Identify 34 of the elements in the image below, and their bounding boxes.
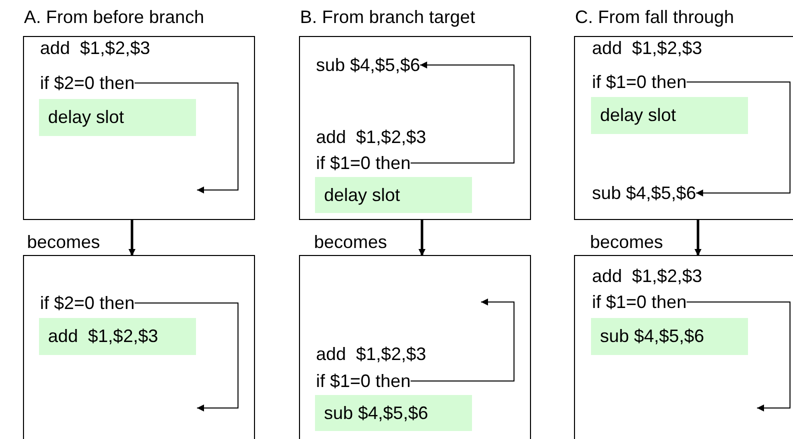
code-line: add $1,$2,$3 [592,36,702,60]
code-line: if $1=0 then [592,70,687,94]
arrow [134,302,238,412]
arrow [410,298,514,382]
arrow [128,219,136,256]
arrow [134,82,238,194]
edge-label: becomes [27,231,100,253]
arrow [418,219,426,256]
highlighted-slot: sub $4,$5,$6 [591,318,748,355]
highlighted-slot: add $1,$2,$3 [39,318,196,355]
highlighted-slot: delay slot [315,177,472,213]
code-line: add $1,$2,$3 [40,36,150,60]
code-line: if $2=0 then [40,291,135,315]
code-line: add $1,$2,$3 [316,342,426,366]
panel-title: A. From before branch [24,6,204,29]
code-line: if $1=0 then [592,290,687,314]
arrow [694,219,702,256]
code-line: add $1,$2,$3 [592,264,702,288]
edge-label: becomes [314,231,388,253]
arrow [686,302,790,412]
code-line: if $1=0 then [316,369,411,393]
highlighted-slot: delay slot [39,99,196,136]
highlighted-slot: delay slot [591,97,748,134]
panel-title: C. From fall through [575,6,734,29]
edge-label: becomes [590,231,664,253]
code-line: sub $4,$5,$6 [592,181,696,205]
code-line: if $2=0 then [40,71,135,95]
code-line: if $1=0 then [316,151,411,175]
highlighted-slot: sub $4,$5,$6 [315,395,472,431]
panel-title: B. From branch target [300,6,476,29]
code-line: sub $4,$5,$6 [316,53,420,77]
arrow [686,82,790,196]
code-line: add $1,$2,$3 [316,125,426,149]
arrow [410,62,514,164]
